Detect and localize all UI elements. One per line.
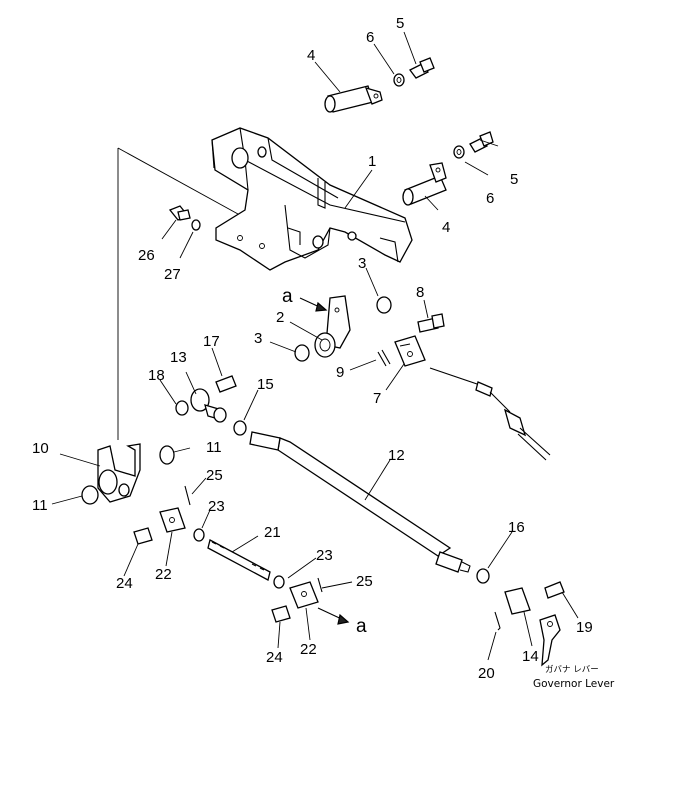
callout-4: 4: [442, 219, 450, 236]
callout-12: 12: [388, 447, 405, 464]
callout-18: 18: [148, 367, 165, 384]
callout-6: 6: [366, 29, 374, 46]
washer-right: [453, 145, 465, 159]
reference-mark-a: a: [356, 616, 367, 637]
callout-23: 23: [316, 547, 333, 564]
rod-21: [207, 539, 271, 581]
bushing-11-right: [159, 445, 175, 465]
pin-25-left: [184, 485, 191, 506]
bushing-3-upper: [376, 296, 392, 314]
reference-mark-a: a: [282, 286, 293, 307]
bolt-8: [417, 313, 445, 333]
callout-5: 5: [510, 171, 518, 188]
guide-line: [117, 147, 239, 215]
callout-1: 1: [368, 153, 376, 170]
pin-right: [402, 162, 447, 206]
callout-19: 19: [576, 619, 593, 636]
callout-4: 4: [307, 47, 315, 64]
callout-25: 25: [206, 467, 223, 484]
callout-24: 24: [116, 575, 133, 592]
callout-15: 15: [257, 376, 274, 393]
callout-16: 16: [508, 519, 525, 536]
washer-27: [191, 219, 201, 231]
clevis-22-right: [289, 581, 319, 609]
callout-20: 20: [478, 665, 495, 682]
washer-18: [175, 400, 189, 416]
bolt-19: [544, 581, 565, 599]
callout-11: 11: [32, 497, 48, 514]
callout-7: 7: [373, 390, 381, 407]
callout-24: 24: [266, 649, 283, 666]
clevis-7: [394, 335, 426, 367]
bolt-24-left: [133, 527, 153, 545]
nut-23-right: [273, 575, 285, 589]
callout-3: 3: [254, 330, 262, 347]
callout-26: 26: [138, 247, 155, 264]
callout-17: 17: [203, 333, 220, 350]
callout-8: 8: [416, 284, 424, 301]
callout-5: 5: [396, 15, 404, 32]
rod-12: [249, 431, 471, 573]
callout-25: 25: [356, 573, 373, 590]
callout-13: 13: [170, 349, 187, 366]
pin-20: [494, 611, 501, 631]
bolt-26: [168, 205, 191, 221]
callout-23: 23: [208, 498, 225, 515]
control-cable: [429, 367, 551, 461]
callout-6: 6: [486, 190, 494, 207]
governor-lever-caption-jp: ガバナ レバー: [545, 664, 599, 675]
pin-25-right: [317, 577, 323, 593]
pin-upper: [324, 85, 383, 113]
bolt-24-right: [271, 605, 291, 623]
callout-27: 27: [164, 266, 181, 283]
bolt-17: [215, 375, 237, 393]
callout-3: 3: [358, 255, 366, 272]
callout-10: 10: [32, 440, 49, 457]
callout-21: 21: [264, 524, 281, 541]
washer-upper: [393, 73, 405, 87]
bolt-right: [469, 131, 494, 153]
callout-14: 14: [522, 648, 539, 665]
callout-2: 2: [276, 309, 284, 326]
callout-9: 9: [336, 364, 344, 381]
callout-22: 22: [155, 566, 172, 583]
nut-15: [233, 420, 247, 436]
governor-lever-caption-en: Governor Lever: [533, 678, 615, 690]
governor-lever: [539, 614, 561, 667]
nut-16: [476, 568, 490, 584]
lever-10: [97, 443, 141, 503]
callouts: 1 2 3 3 4 4 5 5 6 6 7 8 9 10 11 11 12 13…: [32, 15, 593, 682]
main-bracket: [211, 127, 413, 271]
bolt-upper: [409, 57, 435, 79]
bushing-11-left: [81, 485, 99, 505]
ball-joint-13: [190, 388, 227, 423]
bushing-3-lower: [294, 344, 310, 362]
rod-end-14: [504, 587, 531, 615]
callout-11: 11: [206, 439, 222, 456]
callout-22: 22: [300, 641, 317, 658]
pin-9: [377, 349, 391, 367]
clevis-22-left: [159, 507, 186, 533]
nut-23-left: [193, 528, 205, 542]
leader-lines: [51, 31, 579, 661]
